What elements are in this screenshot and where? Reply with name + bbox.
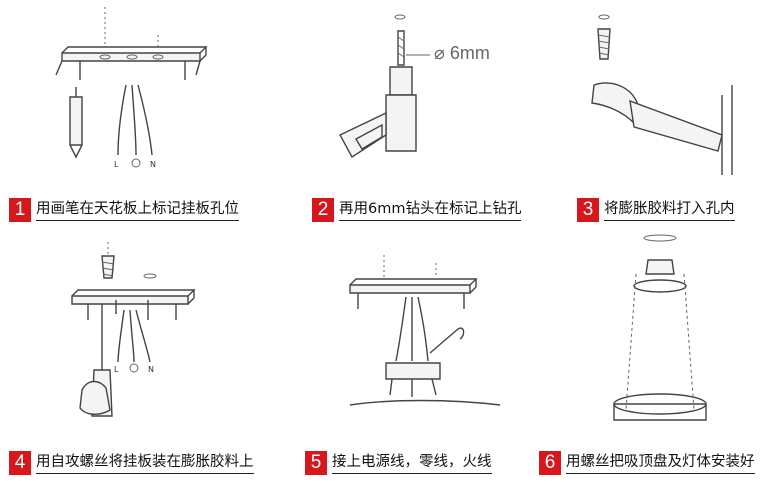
step-5-number: 5 bbox=[305, 451, 327, 475]
step-1-illustration: L N bbox=[50, 5, 220, 180]
wire-label-live: L bbox=[114, 160, 119, 169]
drill-diameter-label: ⌀ 6mm bbox=[434, 43, 490, 63]
step-1-text: 用画笔在天花板上标记挂板孔位 bbox=[36, 200, 239, 221]
step-4-number: 4 bbox=[9, 451, 31, 475]
step-6-text: 用螺丝把吸顶盘及灯体安装好 bbox=[566, 453, 755, 474]
wires-icon: L N bbox=[114, 309, 154, 374]
step-5-caption: 5 接上电源线，零线，火线 bbox=[305, 450, 492, 476]
step-5-illustration bbox=[340, 255, 510, 415]
step-3-text: 将膨胀胶料打入孔内 bbox=[604, 200, 735, 221]
step-6-illustration bbox=[600, 230, 710, 430]
step-6-caption: 6 用螺丝把吸顶盘及灯体安装好 bbox=[539, 450, 755, 476]
hammer-icon bbox=[591, 14, 733, 175]
step-4-text: 用自攻螺丝将挂板装在膨胀胶料上 bbox=[36, 453, 254, 474]
step-1-caption: 1 用画笔在天花板上标记挂板孔位 bbox=[9, 197, 239, 223]
wire-label-neutral-2: N bbox=[148, 365, 154, 374]
step-4-illustration: L N bbox=[60, 240, 220, 420]
wires-icon: L N bbox=[114, 84, 156, 169]
step-4-caption: 4 用自攻螺丝将挂板装在膨胀胶料上 bbox=[9, 450, 254, 476]
pen-icon bbox=[69, 87, 83, 159]
screwdriver-icon bbox=[79, 304, 113, 417]
step-1-number: 1 bbox=[9, 198, 31, 222]
pendant-lamp-icon bbox=[613, 234, 707, 421]
drill-icon bbox=[339, 14, 430, 158]
mounting-plate-icon bbox=[349, 255, 478, 309]
drill-diameter-value: 6mm bbox=[449, 43, 490, 63]
step-5-text: 接上电源线，零线，火线 bbox=[332, 453, 492, 474]
step-3-caption: 3 将膨胀胶料打入孔内 bbox=[577, 197, 735, 223]
wire-label-live-2: L bbox=[114, 365, 119, 374]
mounting-plate-icon bbox=[55, 7, 208, 80]
step-2-illustration: ⌀ 6mm bbox=[330, 5, 550, 180]
mounting-plate-icon bbox=[71, 289, 196, 320]
step-2-text: 再用6mm钻头在标记上钻孔 bbox=[339, 200, 522, 221]
screw-icon bbox=[101, 242, 157, 279]
step-3-illustration bbox=[582, 5, 772, 180]
step-2-number: 2 bbox=[312, 198, 334, 222]
step-3-number: 3 bbox=[577, 198, 599, 222]
terminal-block-icon bbox=[349, 296, 501, 406]
step-2-caption: 2 再用6mm钻头在标记上钻孔 bbox=[312, 197, 522, 223]
wire-label-neutral: N bbox=[150, 160, 156, 169]
step-6-number: 6 bbox=[539, 451, 561, 475]
